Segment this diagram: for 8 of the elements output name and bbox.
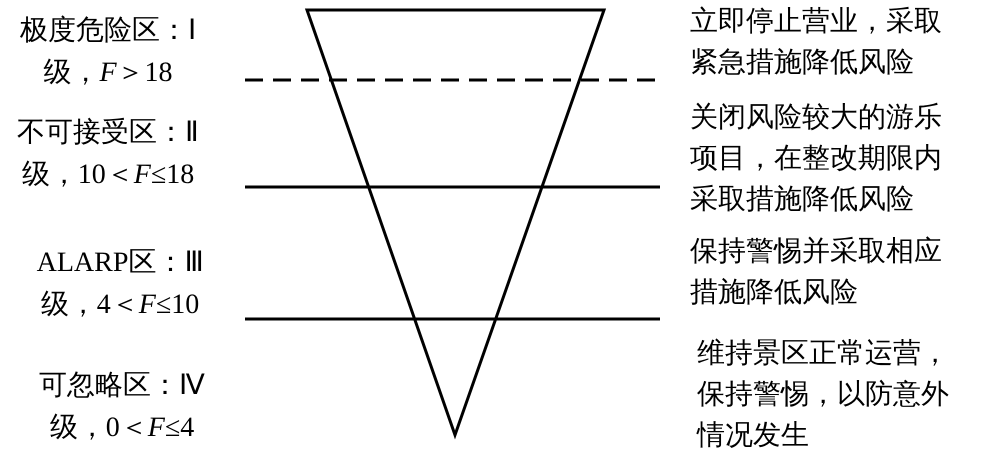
action-note: 保持警惕并采取相应措施降低风险 [690, 233, 943, 310]
zone-label: 可忽略区：Ⅳ级，0＜F≤4 [38, 369, 206, 445]
zone-label: 不可接受区：Ⅱ级，10＜F≤18 [16, 116, 200, 192]
action-note: 立即停止营业，采取紧急措施降低风险 [690, 3, 943, 80]
zone-label: ALARP区：Ⅲ级，4＜F≤10 [36, 246, 204, 322]
action-note: 维持景区正常运营，保持警惕，以防意外情况发生 [697, 335, 950, 451]
action-note: 关闭风险较大的游乐项目，在整改期限内采取措施降低风险 [690, 99, 943, 217]
zone-label: 极度危险区：Ⅰ级，F＞18 [19, 14, 197, 90]
